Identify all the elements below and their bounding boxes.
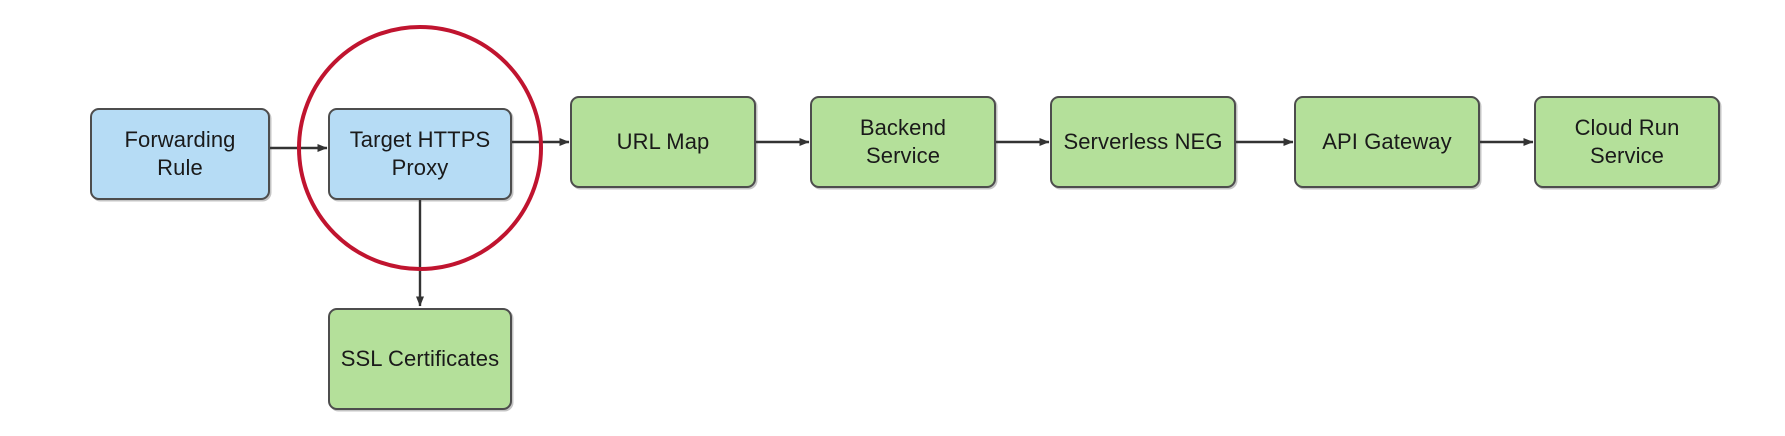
node-label-forwarding-rule: Forwarding Rule (124, 127, 236, 180)
node-ssl-certificates[interactable]: SSL Certificates (328, 308, 512, 410)
highlight-circle-annotation (297, 25, 543, 271)
node-label-ssl-certificates: SSL Certificates (340, 346, 500, 372)
node-forwarding-rule[interactable]: Forwarding Rule (90, 108, 270, 200)
node-cloud-run-service[interactable]: Cloud Run Service (1534, 96, 1720, 188)
node-label-serverless-neg: Serverless NEG (1063, 129, 1223, 155)
node-serverless-neg[interactable]: Serverless NEG (1050, 96, 1236, 188)
node-label-backend-service: Backend Service (859, 115, 947, 168)
node-label-cloud-run-service: Cloud Run Service (1574, 115, 1680, 168)
node-target-https-proxy[interactable]: Target HTTPS Proxy (328, 108, 512, 200)
node-backend-service[interactable]: Backend Service (810, 96, 996, 188)
node-label-url-map: URL Map (616, 129, 710, 155)
node-api-gateway[interactable]: API Gateway (1294, 96, 1480, 188)
node-label-api-gateway: API Gateway (1322, 129, 1452, 155)
node-url-map[interactable]: URL Map (570, 96, 756, 188)
node-label-target-https-proxy: Target HTTPS Proxy (349, 127, 491, 180)
